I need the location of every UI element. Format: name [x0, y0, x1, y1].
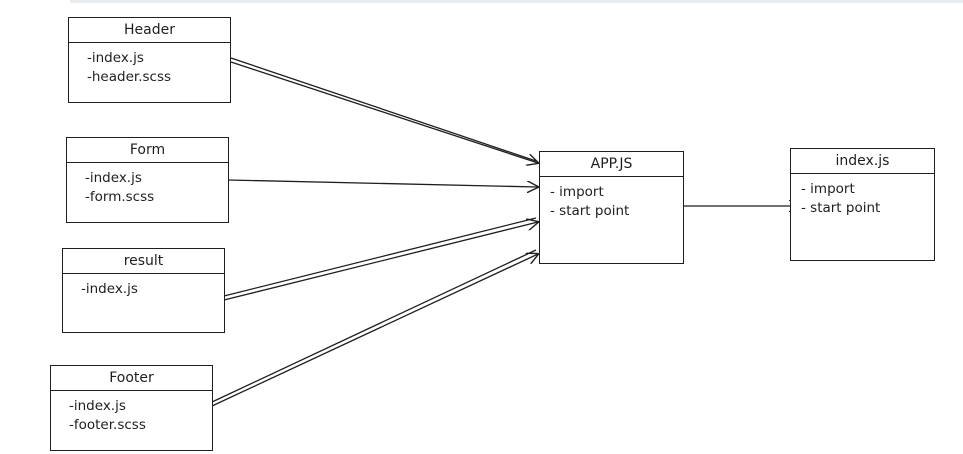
module-file-line: -index.js: [69, 398, 126, 414]
entry-line-list: - import - start point: [791, 174, 934, 218]
app-line-list: - import - start point: [540, 177, 683, 221]
arrow-header-to-app: [230, 57, 538, 163]
arrow-form-to-app: [227, 179, 538, 187]
module-file-list-result: -index.js: [63, 274, 224, 299]
module-box-form[interactable]: Form -index.js -form.scss: [66, 137, 229, 223]
module-box-result[interactable]: result -index.js: [62, 248, 225, 333]
module-title-header: Header: [69, 18, 230, 43]
module-title-footer: Footer: [51, 366, 212, 391]
arrow-result-to-app: [223, 217, 538, 301]
module-box-footer[interactable]: Footer -index.js -footer.scss: [50, 365, 213, 451]
module-file-line: -index.js: [87, 50, 144, 66]
module-file-line: -form.scss: [85, 189, 155, 205]
module-box-header[interactable]: Header -index.js -header.scss: [68, 17, 231, 103]
module-title-form: Form: [67, 138, 228, 163]
entry-line: - import: [801, 181, 855, 197]
app-line: - import: [550, 184, 604, 200]
entry-line: - start point: [801, 200, 881, 216]
module-file-line: -footer.scss: [69, 417, 146, 433]
arrow-footer-to-app: [211, 249, 538, 407]
app-title: APP.JS: [540, 152, 683, 177]
app-box[interactable]: APP.JS - import - start point: [539, 151, 684, 264]
module-file-line: -index.js: [81, 281, 138, 297]
module-file-list-form: -index.js -form.scss: [67, 163, 228, 207]
module-title-result: result: [63, 249, 224, 274]
module-file-list-footer: -index.js -footer.scss: [51, 391, 212, 435]
module-file-list-header: -index.js -header.scss: [69, 43, 230, 87]
entry-box[interactable]: index.js - import - start point: [790, 148, 935, 261]
top-toolbar-strip: [70, 0, 963, 3]
module-file-line: -index.js: [85, 170, 142, 186]
app-line: - start point: [550, 203, 630, 219]
entry-title: index.js: [791, 149, 934, 174]
module-file-line: -header.scss: [87, 69, 172, 85]
